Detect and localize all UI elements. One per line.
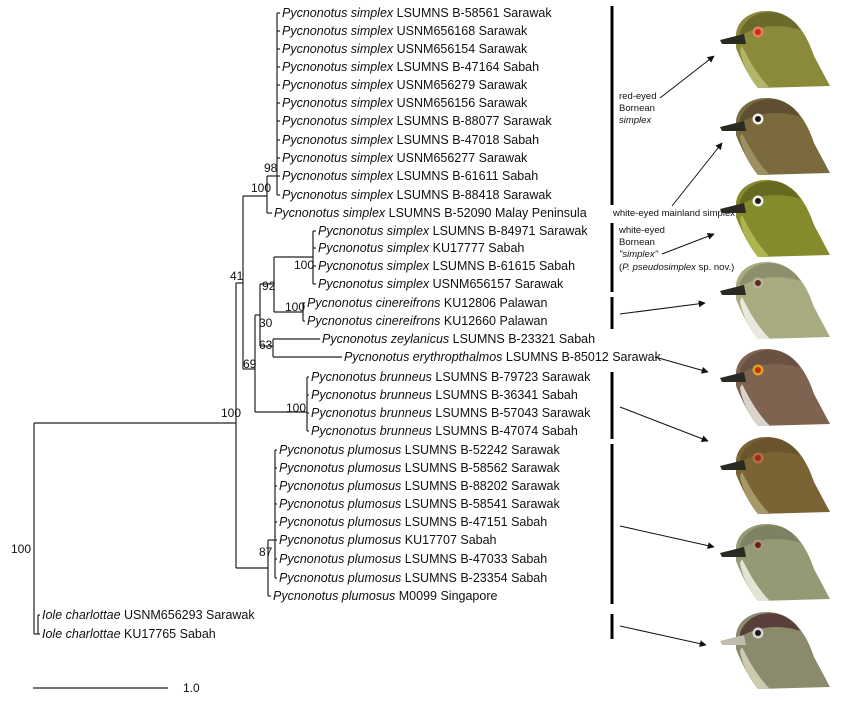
bird-head-white-eyed-bornean [720, 97, 830, 175]
taxon-label: Pycnonotus simplex LSUMNS B-47018 Sabah [282, 133, 539, 147]
arrow-brunneus [619, 406, 709, 442]
taxon-label: Pycnonotus simplex USNM656277 Sarawak [282, 151, 528, 165]
support-value: 41 [230, 269, 244, 283]
taxon-label: Pycnonotus plumosus LSUMNS B-52242 Saraw… [279, 443, 560, 457]
bird-head-brunneus [720, 436, 830, 514]
taxon-labels: Pycnonotus simplex LSUMNS B-58561 Sarawa… [42, 6, 662, 641]
support-value: 100 [285, 300, 305, 314]
support-value: 87 [259, 545, 273, 559]
tree-branches [33, 12, 342, 635]
taxon-label: Pycnonotus simplex USNM656156 Sarawak [282, 96, 528, 110]
taxon-label: Pycnonotus brunneus LSUMNS B-36341 Sabah [311, 388, 578, 402]
support-value: 100 [286, 401, 306, 415]
arrow-erythropthalmos [654, 356, 709, 374]
bird-head-cinereifrons [720, 261, 830, 339]
support-value: 98 [264, 161, 278, 175]
taxon-label: Pycnonotus simplex USNM656279 Sarawak [282, 78, 528, 92]
quoted-simplex-label: "simplex" [619, 249, 659, 260]
taxon-label: Pycnonotus simplex LSUMNS B-84971 Sarawa… [318, 224, 588, 238]
taxon-label: Pycnonotus simplex KU17777 Sabah [318, 241, 524, 255]
support-value: 30 [259, 316, 273, 330]
red-eyed-label: red-eyed [619, 91, 657, 102]
support-value: 100 [221, 406, 241, 420]
bird-head-erythropthalmos [720, 348, 830, 426]
taxon-label: Pycnonotus simplex LSUMNS B-61611 Sabah [282, 169, 538, 183]
taxon-label: Pycnonotus simplex LSUMNS B-52090 Malay … [274, 206, 587, 220]
arrow-pseudosimplex [661, 232, 715, 255]
taxon-label: Pycnonotus simplex LSUMNS B-88418 Sarawa… [282, 188, 552, 202]
support-values: 98 100 41 100 92 100 30 63 69 100 100 87… [11, 161, 314, 559]
taxon-label: Pycnonotus plumosus LSUMNS B-88202 Saraw… [279, 479, 560, 493]
bird-head-red-eyed-simplex [720, 10, 830, 89]
support-value: 100 [294, 258, 314, 272]
taxon-label: Pycnonotus plumosus LSUMNS B-47151 Sabah [279, 515, 547, 529]
scale-bar-label: 1.0 [183, 681, 200, 695]
taxon-label: Pycnonotus cinereifrons KU12660 Palawan [307, 314, 547, 328]
bird-head-white-eyed-mainland [720, 179, 830, 257]
annotations: red-eyed Bornean simplex white-eyed main… [612, 91, 735, 273]
taxon-label: Pycnonotus brunneus LSUMNS B-47074 Sabah [311, 424, 578, 438]
taxon-label: Pycnonotus simplex LSUMNS B-58561 Sarawa… [282, 6, 552, 20]
taxon-label: Pycnonotus plumosus LSUMNS B-47033 Sabah [279, 552, 547, 566]
arrow-iole [619, 625, 707, 648]
taxon-label: Pycnonotus plumosus M0099 Singapore [273, 589, 497, 603]
taxon-label: Pycnonotus zeylanicus LSUMNS B-23321 Sab… [322, 332, 595, 346]
taxon-label: Pycnonotus simplex USNM656157 Sarawak [318, 277, 564, 291]
scale-bar: 1.0 [33, 681, 200, 695]
support-value: 63 [259, 338, 273, 352]
bird-head-iole-charlottae [720, 611, 830, 689]
taxon-label: Pycnonotus simplex USNM656168 Sarawak [282, 24, 528, 38]
taxon-label: Pycnonotus simplex USNM656154 Sarawak [282, 42, 528, 56]
arrow-plumosus [619, 525, 715, 550]
taxon-label: Pycnonotus brunneus LSUMNS B-79723 Saraw… [311, 370, 591, 384]
taxon-label: Pycnonotus cinereifrons KU12806 Palawan [307, 296, 547, 310]
arrow-red-eyed [659, 55, 715, 99]
taxon-label: Pycnonotus plumosus LSUMNS B-58541 Saraw… [279, 497, 560, 511]
simplex-label: simplex [619, 115, 652, 126]
support-value: 100 [11, 542, 31, 556]
support-value: 69 [243, 357, 257, 371]
arrow-cinereifrons [619, 300, 706, 315]
taxon-label: Pycnonotus erythropthalmos LSUMNS B-8501… [344, 350, 662, 364]
support-value: 92 [262, 279, 276, 293]
white-eyed-mainland-label: white-eyed mainland simplex [612, 208, 735, 219]
white-eyed-label: white-eyed [618, 225, 665, 236]
bird-head-plumosus [720, 523, 830, 601]
taxon-label: Pycnonotus simplex LSUMNS B-88077 Sarawa… [282, 114, 552, 128]
taxon-label: Pycnonotus plumosus LSUMNS B-23354 Sabah [279, 571, 547, 585]
bornean-label: Bornean [619, 103, 655, 114]
taxon-label: Pycnonotus plumosus KU17707 Sabah [279, 533, 497, 547]
arrow-mainland [671, 142, 723, 207]
taxon-label: Pycnonotus simplex LSUMNS B-61615 Sabah [318, 259, 575, 273]
bird-head-illustrations [720, 10, 830, 689]
taxon-label: Pycnonotus plumosus LSUMNS B-58562 Saraw… [279, 461, 560, 475]
bornean-label-2: Bornean [619, 237, 655, 248]
taxon-label: Pycnonotus brunneus LSUMNS B-57043 Saraw… [311, 406, 591, 420]
taxon-label: Iole charlottae USNM656293 Sarawak [42, 608, 255, 622]
pseudosimplex-label: (P. pseudosimplex sp. nov.) [619, 262, 734, 273]
taxon-label: Iole charlottae KU17765 Sabah [42, 627, 216, 641]
support-value: 100 [251, 181, 271, 195]
taxon-label: Pycnonotus simplex LSUMNS B-47164 Sabah [282, 60, 539, 74]
arrows [619, 55, 723, 648]
